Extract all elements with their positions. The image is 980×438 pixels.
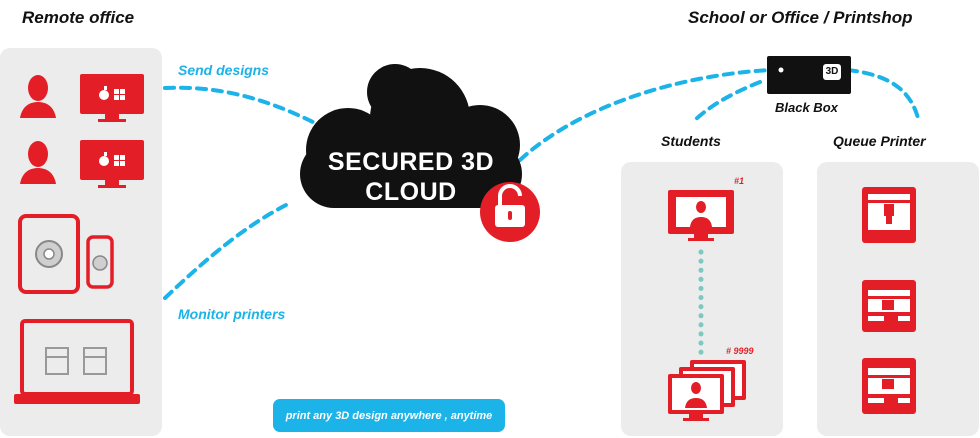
monitor-icon <box>80 140 144 188</box>
blackbox-to-students-connector <box>693 80 762 122</box>
cloud-to-blackbox-connector <box>518 68 772 162</box>
printer-icon <box>83 347 107 375</box>
cloud-title-line2: CLOUD <box>365 178 457 206</box>
black-box-badge-label: 3D <box>825 66 839 77</box>
students-heading: Students <box>661 133 721 149</box>
phone-icon <box>86 235 114 289</box>
send-designs-connector <box>163 85 327 130</box>
apple-icon <box>99 152 109 166</box>
monitor-printers-connector <box>163 200 294 300</box>
black-box-heading: Black Box <box>775 100 838 115</box>
school-office-heading: School or Office / Printshop <box>688 8 913 27</box>
cloud-shape <box>300 64 522 208</box>
send-designs-label: Send designs <box>178 62 270 78</box>
windows-icon <box>114 155 125 166</box>
apple-icon <box>99 86 109 100</box>
printer-icon <box>862 187 916 243</box>
black-box-device <box>767 56 851 94</box>
student-monitor-stack <box>668 360 746 421</box>
remote-office-heading: Remote office <box>22 8 135 27</box>
windows-icon <box>114 89 125 100</box>
monitor-icon <box>80 74 144 122</box>
blackbox-to-queue-connector <box>846 68 920 120</box>
tablet-icon <box>18 214 80 294</box>
printer-icon <box>862 280 916 332</box>
tagline-text: print any 3D design anywhere , anytime <box>285 409 493 422</box>
laptop-icon <box>14 319 140 404</box>
monitor-printers-label: Monitor printers <box>178 306 286 322</box>
queue-printer-heading: Queue Printer <box>833 133 926 149</box>
lock-icon <box>480 182 540 242</box>
tagline-badge: print any 3D design anywhere , anytime <box>273 399 505 432</box>
user-icon <box>20 75 56 118</box>
student-id-last: # 9999 <box>726 346 754 356</box>
printer-icon <box>862 358 916 414</box>
printer-icon <box>45 347 69 375</box>
student-id-first: #1 <box>734 176 745 186</box>
student-monitor-first <box>668 190 734 241</box>
user-icon <box>20 141 56 184</box>
cloud-title-line1: SECURED 3D <box>327 148 495 176</box>
